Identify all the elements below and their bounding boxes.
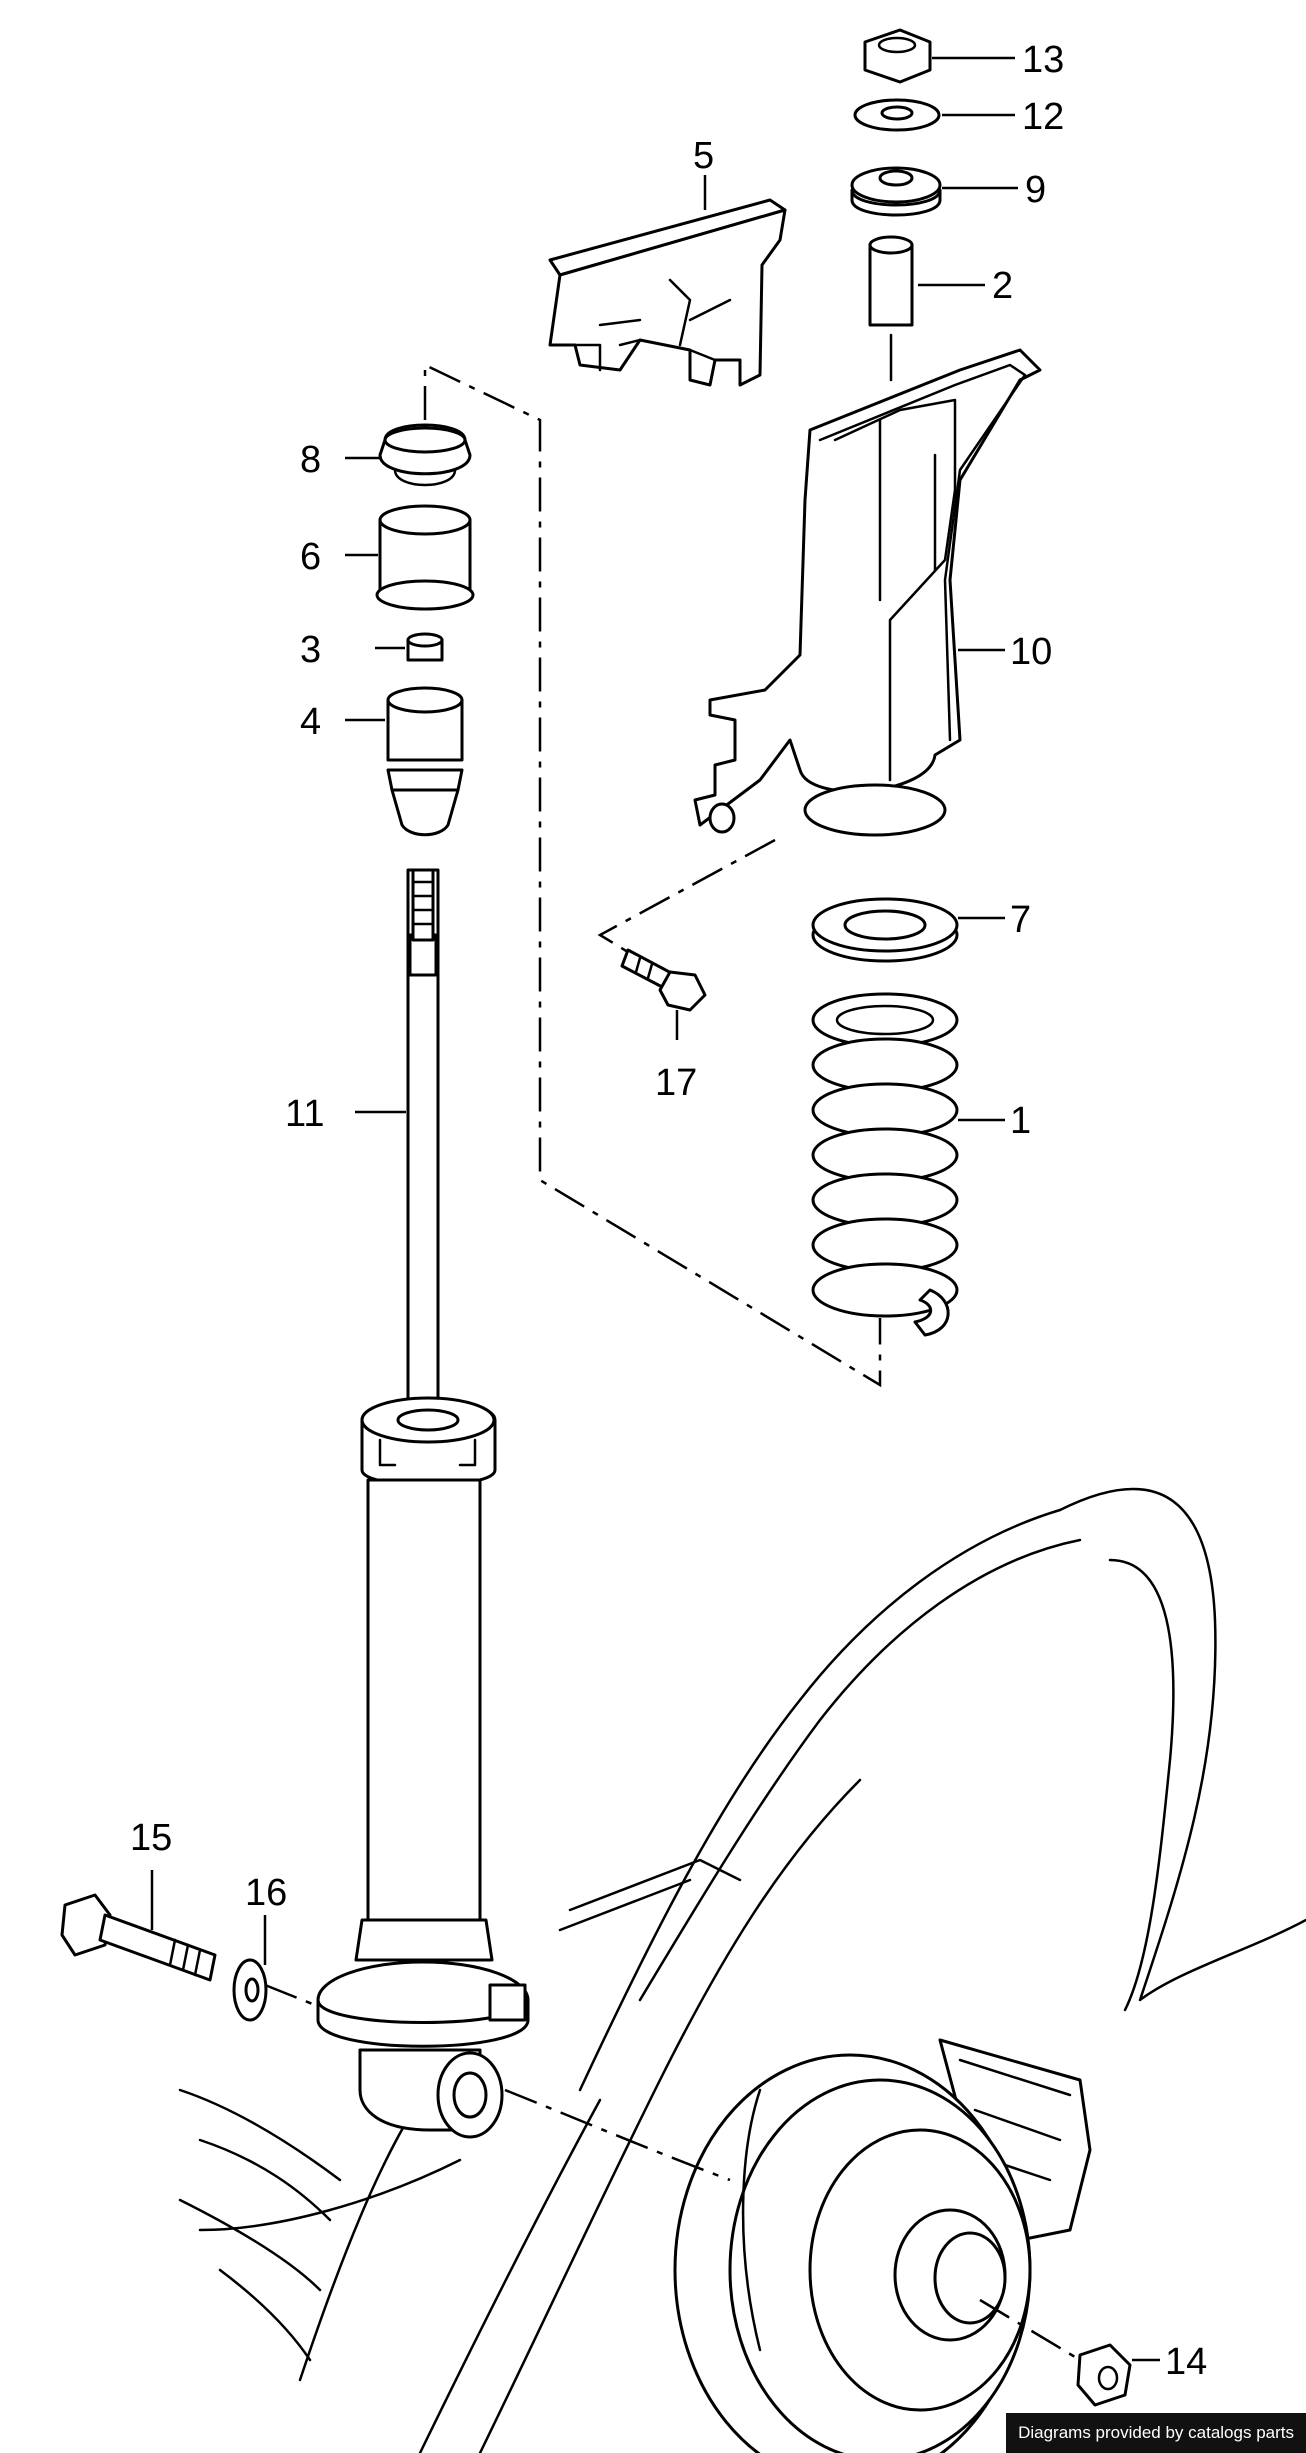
- spacer-sleeve-2: [868, 235, 914, 382]
- callout-2: 2: [992, 265, 1013, 307]
- callout-4: 4: [300, 701, 321, 743]
- rubber-bushing-9: [850, 166, 942, 217]
- spring-seat-bracket-10: [693, 348, 1042, 837]
- callout-8: 8: [300, 439, 321, 481]
- brake-disc-hub: [673, 2038, 1092, 2453]
- callout-17: 17: [655, 1062, 697, 1104]
- washer-16: [232, 1958, 268, 2022]
- callout-16: 16: [245, 1872, 287, 1914]
- callout-12: 12: [1022, 96, 1064, 138]
- cover-5: [548, 198, 787, 387]
- leader-lines: [150, 56, 1160, 2362]
- nut-13: [863, 28, 932, 84]
- washer-12: [853, 98, 941, 132]
- callout-14: 14: [1165, 2341, 1207, 2383]
- callout-7: 7: [1010, 899, 1031, 941]
- protective-sleeve-6: [375, 504, 475, 611]
- callout-15: 15: [130, 1817, 172, 1859]
- assembly-lines: [264, 363, 1081, 2362]
- callout-13: 13: [1022, 39, 1064, 81]
- callout-11: 11: [285, 1093, 324, 1135]
- callout-1: 1: [1010, 1100, 1031, 1142]
- callout-labels: 1 2 3 4 5 6 7 8 9 10 11 12 13 14 15 16 1…: [130, 39, 1207, 2383]
- callout-9: 9: [1025, 169, 1046, 211]
- callout-3: 3: [300, 629, 321, 671]
- credit-banner: Diagrams provided by catalogs parts: [1006, 2413, 1306, 2453]
- callout-10: 10: [1010, 631, 1052, 673]
- callout-6: 6: [300, 536, 321, 578]
- stop-buffer-8: [378, 423, 472, 487]
- washer-3: [406, 632, 444, 662]
- vehicle-body: [178, 1487, 1306, 2453]
- bump-stop-4: [386, 686, 464, 837]
- coil-spring-1: [811, 992, 959, 1337]
- spring-plate-7: [811, 897, 959, 963]
- nut-14: [1076, 2343, 1132, 2407]
- shock-absorber: [316, 868, 530, 2139]
- bolt-17: [620, 948, 707, 1012]
- callout-5: 5: [693, 135, 714, 177]
- bolt-15: [60, 1893, 217, 1982]
